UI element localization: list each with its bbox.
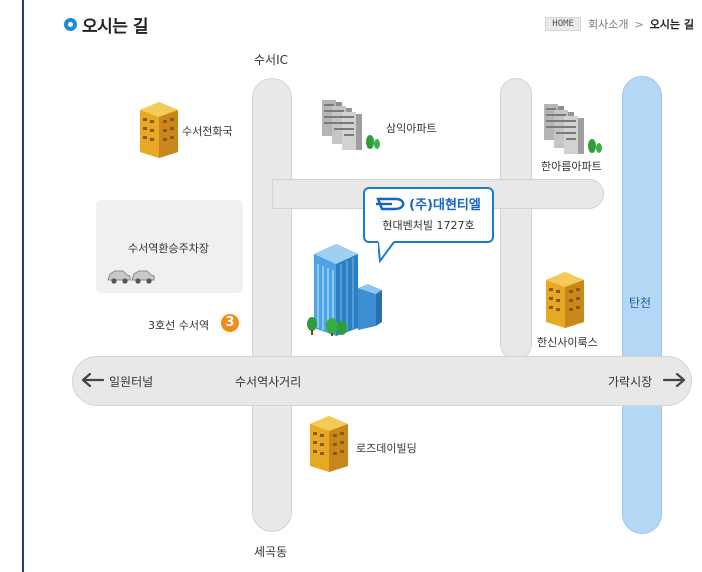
- car-icon: [107, 270, 155, 284]
- left-border: [22, 0, 24, 572]
- road-label-bottom: 세곡동: [254, 545, 288, 559]
- callout-header: (주)대현티엘: [365, 194, 492, 213]
- page-header: 오시는 길 HOME 회사소개 > 오시는 길: [0, 0, 702, 40]
- office-building-icon: [307, 244, 382, 336]
- callout-pointer: [378, 241, 395, 263]
- location-map: 탄천 수서IC 세곡동 일원터널 수서역사거리 가락시장 수서전화국: [60, 40, 702, 572]
- road-vertical-left: [252, 78, 292, 532]
- breadcrumb: HOME 회사소개 > 오시는 길: [545, 16, 694, 32]
- apartment-icon: [544, 104, 602, 154]
- yellow-building-icon: [310, 416, 348, 472]
- label-rose-building: 로즈데이빌딩: [356, 442, 417, 455]
- tancheon-river: [622, 76, 662, 534]
- yellow-building-icon: [546, 272, 584, 328]
- road-label-top: 수서IC: [254, 53, 288, 67]
- page-title: 오시는 길: [82, 17, 148, 37]
- arrow-right-icon: [663, 373, 685, 387]
- circle-bullet-icon: [64, 18, 77, 31]
- company-address: 현대벤처빌 1727호: [382, 219, 475, 232]
- road-label-left: 일원터널: [109, 375, 154, 389]
- title-wrap: 오시는 길: [64, 12, 148, 37]
- apartment-icon: [322, 100, 380, 150]
- label-station: 3호선 수서역: [148, 319, 210, 332]
- road-label-right: 가락시장: [608, 375, 653, 389]
- river-label: 탄천: [629, 296, 652, 310]
- arrow-left-icon: [82, 373, 104, 387]
- breadcrumb-home[interactable]: HOME: [545, 17, 581, 31]
- company-logo-icon: [376, 197, 405, 210]
- label-telephone-office: 수서전화국: [182, 125, 233, 138]
- road-vertical-right: [500, 78, 532, 360]
- road-horizontal-main: [72, 356, 692, 406]
- road-label-center: 수서역사거리: [235, 375, 302, 389]
- label-parking-lot: 수서역환승주차장: [128, 242, 209, 255]
- breadcrumb-section[interactable]: 회사소개: [587, 18, 629, 31]
- line-3-badge: 3: [219, 312, 241, 334]
- label-samik-apartment: 삼익아파트: [386, 122, 437, 135]
- company-callout: (주)대현티엘 현대벤처빌 1727호: [363, 187, 494, 243]
- label-hanareum-apartment: 한아름아파트: [541, 160, 602, 173]
- label-hanshin-silux: 한신사이룩스: [537, 336, 598, 349]
- company-name: (주)대현티엘: [409, 198, 481, 213]
- breadcrumb-separator: >: [634, 17, 644, 31]
- breadcrumb-current: 오시는 길: [649, 18, 694, 31]
- yellow-building-icon: [140, 102, 178, 158]
